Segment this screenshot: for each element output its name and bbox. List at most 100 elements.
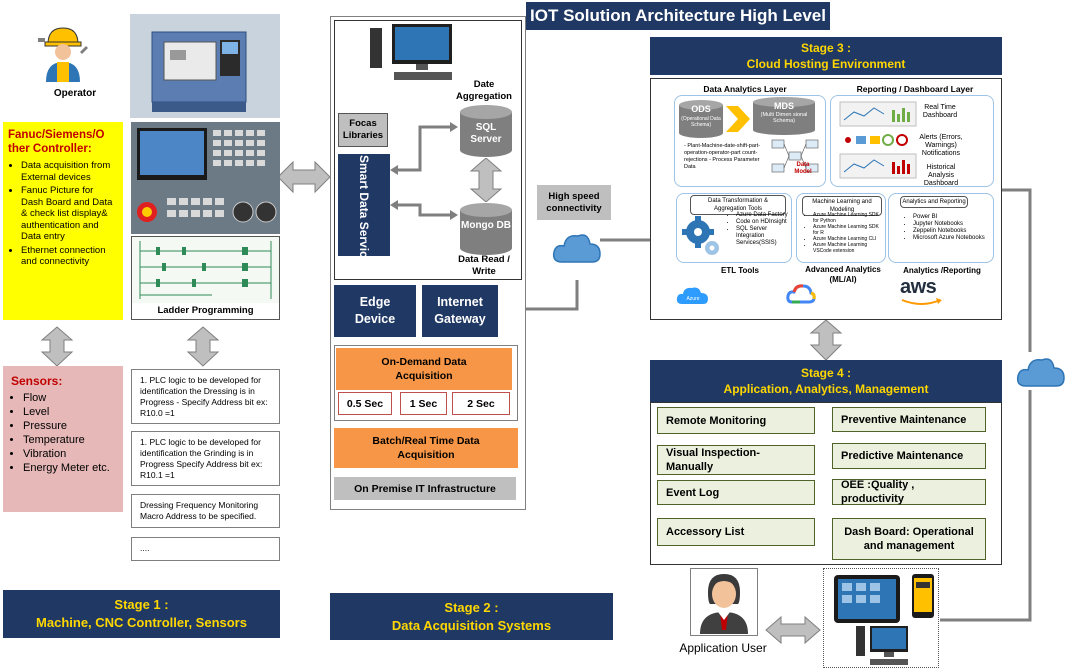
arrow-right-icon	[726, 106, 750, 132]
controller-list: Data acquisition from External devices F…	[8, 160, 118, 268]
visual-inspection-box: Visual Inspection-Manually	[657, 445, 815, 475]
stage3-heading: Stage 3 :	[800, 41, 851, 55]
plc-note-grinding: 1. PLC logic to be developed for identif…	[131, 431, 280, 486]
mongo-db-label: Mongo DB	[461, 220, 511, 231]
ods-sublabel: (Operational Data Schema)	[681, 116, 721, 128]
stage1-banner: Stage 1 : Machine, CNC Controller, Senso…	[3, 590, 280, 638]
on-premise-infra-box: On Premise IT Infrastructure	[334, 477, 516, 500]
etl-tools-label: ETL Tools	[721, 266, 759, 275]
high-speed-connectivity-box: High speed connectivity	[537, 185, 611, 220]
desktop-computer-icon	[856, 626, 908, 665]
sensor-item: Flow	[23, 391, 115, 405]
sensors-list: Flow Level Pressure Temperature Vibratio…	[11, 391, 115, 475]
aws-smile-icon	[901, 298, 942, 305]
real-time-dashboard-label: Real Time Dashboard	[922, 104, 958, 119]
mds-cylinder	[753, 97, 815, 135]
db-connector-arrows	[390, 122, 458, 220]
preventive-maintenance-box: Preventive Maintenance	[832, 407, 986, 432]
tablet-icon	[834, 575, 900, 623]
remote-monitoring-box: Remote Monitoring	[657, 407, 815, 434]
oee-box: OEE :Quality , productivity	[832, 479, 986, 505]
ods-items-text: - Plant-Machine-date-shift-part-operatio…	[684, 143, 761, 170]
stage4-heading: Stage 4 :	[800, 366, 851, 380]
interval-option[interactable]: 1 Sec	[400, 392, 447, 415]
controller-item: Ethernet connection and connectivity	[21, 245, 118, 268]
sensor-item: Pressure	[23, 419, 115, 433]
ladder-diagram-image	[132, 237, 279, 303]
sensors-box: Sensors: Flow Level Pressure Temperature…	[3, 366, 123, 512]
ml-items-list: Azure Machine Learning SDK for Python Az…	[806, 212, 884, 254]
date-aggregation-label: Date Aggregation	[456, 79, 512, 102]
ellipsis-note: ....	[131, 537, 280, 561]
analytics-reporting-item: Microsoft Azure Notebooks	[913, 235, 988, 242]
historical-dashboard-label: Historical Analysis Dashboard	[923, 164, 959, 187]
sensor-item: Level	[23, 405, 115, 419]
data-analytics-layer-label: Data Analytics Layer	[703, 84, 787, 94]
sql-server-cylinder	[460, 105, 512, 157]
ml-item: Azure Machine Learning CLI	[813, 236, 884, 242]
mds-sublabel: (Multi Dimen sional Schema)	[760, 112, 808, 124]
analytics-reporting-item: Jupyter Notebooks	[913, 221, 988, 228]
etl-item: SQL Server Integration Services(SSIS)	[736, 226, 792, 247]
stage4-subtitle: Application, Analytics, Management	[723, 382, 929, 396]
ml-title: Machine Learning and Modeling	[802, 196, 882, 216]
computer-icon	[370, 24, 452, 80]
cnc-controller-image	[131, 122, 280, 234]
alerts-label: Alerts (Errors, Warnings) Notifications	[919, 134, 963, 157]
etl-title: Data Transformation & Aggregation Tools	[690, 195, 786, 215]
ml-item: Azure Machine Learning SDK for Python	[813, 212, 884, 224]
advanced-analytics-label: Advanced Analytics (ML/AI)	[805, 265, 881, 284]
gear-icon	[682, 216, 719, 255]
operator-icon	[38, 27, 88, 82]
azure-logo-text: Azure	[686, 296, 699, 302]
stage2-heading: Stage 2 :	[444, 599, 499, 615]
stage1-subtitle: Machine, CNC Controller, Sensors	[36, 615, 247, 630]
predictive-maintenance-box: Predictive Maintenance	[832, 443, 986, 469]
interval-option[interactable]: 2 Sec	[452, 392, 510, 415]
dashboard-operational-box: Dash Board: Operational and management	[832, 518, 986, 560]
ladder-programming-panel: Ladder Programming	[131, 236, 280, 320]
ladder-programming-label: Ladder Programming	[157, 305, 254, 316]
interval-option[interactable]: 0.5 Sec	[338, 392, 392, 415]
analytics-reporting-list: Power BI Jupyter Notebooks Zeppelin Note…	[906, 214, 988, 242]
mds-label: MDS	[774, 101, 794, 111]
page-title: IOT Solution Architecture High Level	[526, 2, 830, 30]
ods-cylinder	[679, 100, 723, 138]
cloud-icon	[1016, 358, 1065, 387]
internet-gateway-box: Internet Gateway	[422, 285, 498, 337]
sql-mongo-arrow	[470, 158, 502, 202]
on-demand-box: On-Demand Data Acquisition	[336, 348, 512, 390]
data-model-icon	[771, 139, 819, 173]
ml-item: Azure Machine Learning VSCode extension	[813, 242, 884, 254]
smart-data-service-box: Smart Data Service	[338, 154, 390, 265]
stage2-subtitle: Data Acquisition Systems	[391, 617, 552, 633]
controller-item: Fanuc Picture for Dash Board and Data & …	[21, 185, 118, 243]
mongo-db-cylinder	[460, 203, 512, 255]
reporting-layer-label: Reporting / Dashboard Layer	[856, 84, 974, 94]
stage3-subtitle: Cloud Hosting Environment	[746, 57, 906, 71]
stage4-banner: Stage 4 : Application, Analytics, Manage…	[650, 360, 1002, 402]
sensors-title: Sensors:	[11, 374, 63, 388]
phone-icon	[912, 574, 934, 618]
controller-title: Fanuc/Siemens/O ther Controller:	[8, 129, 105, 155]
ml-modeling-box	[796, 193, 886, 263]
analytics-reporting-label: Analytics /Reporting	[903, 266, 981, 275]
sql-server-label: SQL Server	[470, 122, 502, 145]
analytics-reporting-item: Zeppelin Notebooks	[913, 228, 988, 235]
aws-logo-text: aws	[900, 276, 937, 298]
dressing-frequency-note: Dressing Frequency Monitoring Macro Addr…	[131, 494, 280, 528]
google-cloud-logo-icon	[786, 284, 816, 304]
accessory-list-box: Accessory List	[657, 518, 815, 546]
plc-note-dressing: 1. PLC logic to be developed for identif…	[131, 369, 280, 424]
operator-label: Operator	[53, 88, 97, 99]
stage2-banner: Stage 2 : Data Acquisition Systems	[330, 593, 613, 640]
controller-info-box: Fanuc/Siemens/O ther Controller: Data ac…	[3, 122, 123, 320]
ml-item: Azure Machine Learning SDK for R	[813, 224, 884, 236]
analytics-reporting-item: Power BI	[913, 214, 988, 221]
edge-device-box: Edge Device	[334, 285, 416, 337]
data-read-write-label: Data Read / Write	[458, 254, 510, 277]
data-model-label: Data Model	[794, 162, 812, 175]
smart-data-service-label: Smart Data Service	[357, 155, 371, 265]
application-user-label: Application User	[679, 641, 767, 655]
